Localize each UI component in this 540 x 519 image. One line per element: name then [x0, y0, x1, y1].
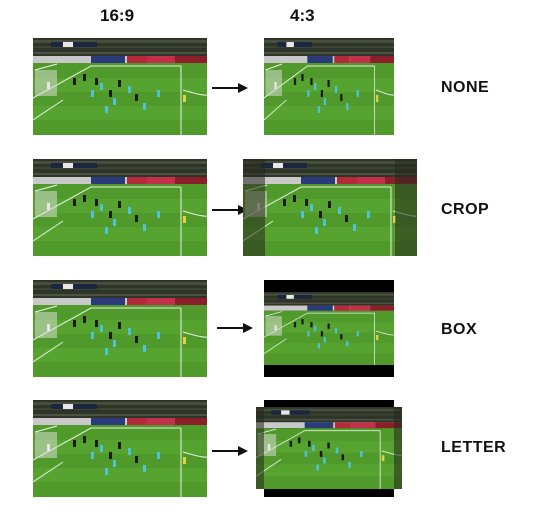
frame-4-3-box — [264, 280, 394, 377]
frame-4-3-none — [264, 38, 394, 135]
crop-shade-left — [243, 159, 265, 256]
row-label-none: NONE — [441, 79, 490, 96]
header-16-9: 16:9 — [100, 6, 135, 25]
row-label-crop: CROP — [441, 201, 490, 218]
header-4-3: 4:3 — [290, 6, 315, 25]
row-label-letter: LETTER — [441, 439, 507, 456]
letter-shade-left — [256, 407, 264, 489]
frame-4-3-crop — [243, 159, 417, 256]
crop-shade-right — [395, 159, 417, 256]
right-arrow-icon — [212, 83, 248, 93]
right-arrow-icon — [212, 446, 248, 456]
frame-4-3-letter — [256, 400, 402, 497]
frame-16-9-crop — [33, 159, 207, 256]
row-label-box: BOX — [441, 321, 478, 338]
frame-16-9-box — [33, 280, 207, 377]
frame-16-9-none — [33, 38, 207, 135]
frame-16-9-letter — [33, 400, 207, 497]
letter-shade-right — [394, 407, 402, 489]
right-arrow-icon — [217, 323, 253, 333]
